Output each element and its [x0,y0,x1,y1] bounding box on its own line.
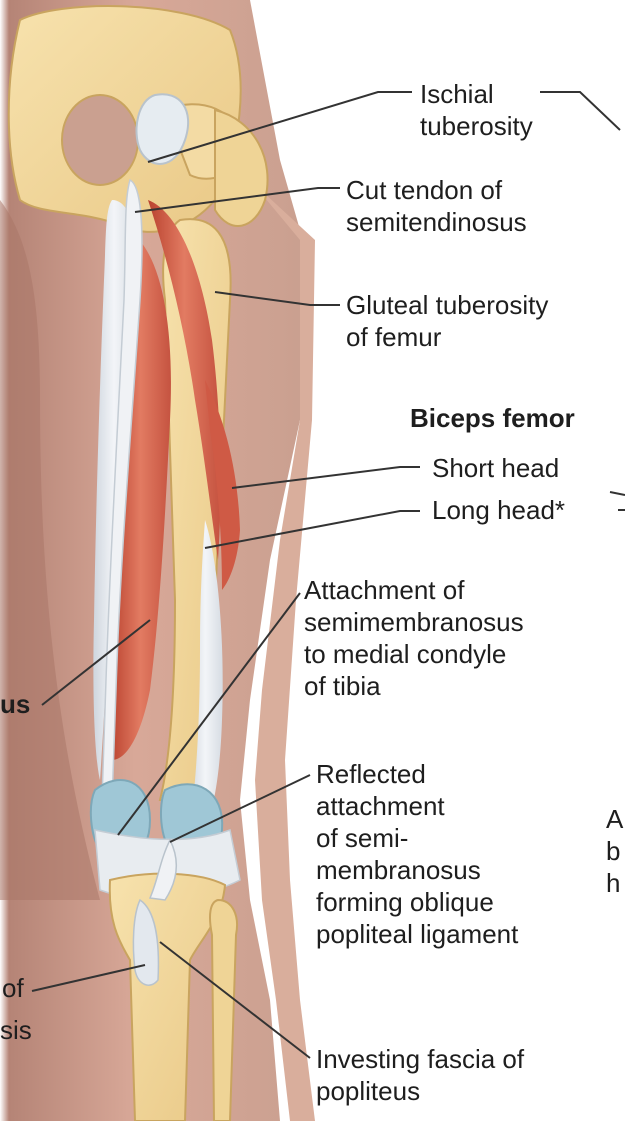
leader-ischial-right [540,92,620,130]
reflected-line-2: attachment [316,790,518,822]
label-gluteal-tuberosity: Gluteal tuberosity of femur [346,289,548,353]
investing-line-2: popliteus [316,1075,524,1107]
reflected-line-3: of semi- [316,822,518,854]
cut-tendon-line-1: Cut tendon of [346,174,527,206]
semimem-line-2: semimembranosus [304,606,524,638]
semimem-line-3: to medial condyle [304,638,524,670]
right-partial-1: A [606,803,623,835]
ischial-line-1: Ischial [420,78,533,110]
label-long-head: Long head* [432,494,565,526]
leader-short-head-right [610,492,625,495]
gluteal-line-1: Gluteal tuberosity [346,289,548,321]
left-of-text: of [2,972,24,1004]
label-cut-tendon: Cut tendon of semitendinosus [346,174,527,238]
reflected-line-6: popliteal ligament [316,918,518,950]
right-partial-3: h [606,867,623,899]
reflected-line-1: Reflected [316,758,518,790]
investing-line-1: Investing fascia of [316,1043,524,1075]
label-left-of: of [2,972,24,1004]
label-semimembranosus-attachment: Attachment of semimembranosus to medial … [304,574,524,702]
label-reflected-attachment: Reflected attachment of semi- membranosu… [316,758,518,950]
label-biceps-femoris: Biceps femor [410,402,625,434]
left-sis-text: sis [0,1014,32,1046]
semimem-line-1: Attachment of [304,574,524,606]
label-ischial-tuberosity: Ischial tuberosity [420,78,533,142]
label-short-head: Short head [432,452,559,484]
obturator-foramen [62,95,138,185]
ischial-line-2: tuberosity [420,110,533,142]
right-partial-2: b [606,835,623,867]
left-us-text: us [0,688,30,720]
reflected-line-5: forming oblique [316,886,518,918]
biceps-title: Biceps femor [410,402,625,434]
label-left-us: us [0,688,30,720]
label-right-partial: A b h [606,803,623,899]
gluteal-line-2: of femur [346,321,548,353]
label-investing-fascia: Investing fascia of popliteus [316,1043,524,1107]
label-left-sis: sis [0,1014,32,1046]
long-head-text: Long head* [432,494,565,526]
reflected-line-4: membranosus [316,854,518,886]
semimem-line-4: of tibia [304,670,524,702]
cut-tendon-line-2: semitendinosus [346,206,527,238]
short-head-text: Short head [432,452,559,484]
